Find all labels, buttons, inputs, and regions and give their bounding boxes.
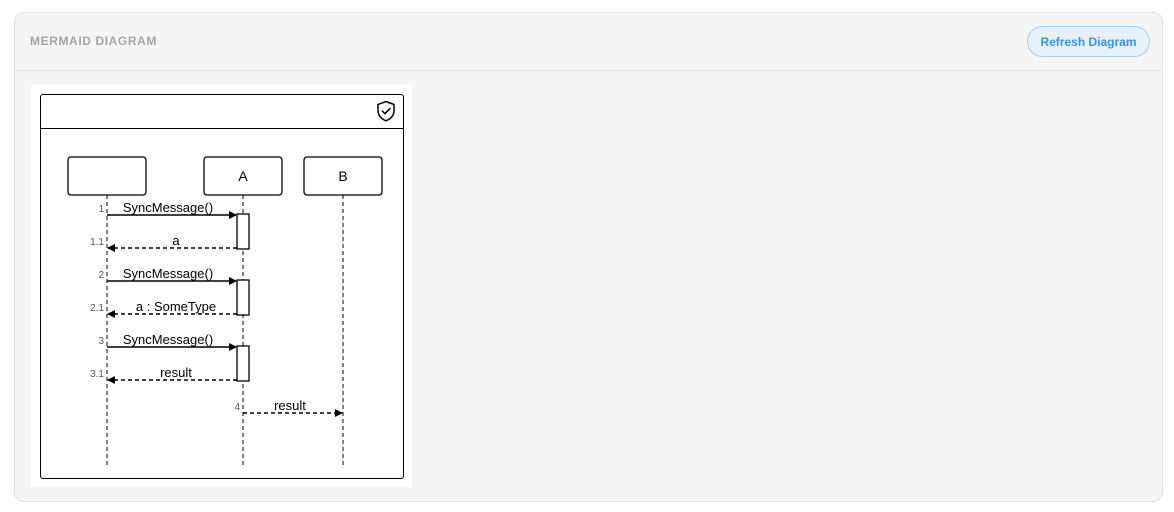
message-number: 4 — [234, 402, 240, 413]
panel-header: MERMAID DIAGRAM Refresh Diagram — [15, 13, 1162, 71]
participant-label: A — [238, 168, 248, 184]
message-label: result — [274, 398, 306, 413]
panel-title: MERMAID DIAGRAM — [30, 34, 157, 48]
participant-b: B — [303, 156, 383, 196]
diagram-card: A B 1 SyncMessage() 1.1 — [31, 85, 412, 487]
message-number: 3 — [98, 336, 104, 347]
activation-bar — [236, 345, 250, 382]
message-label: a — [172, 233, 180, 248]
activation-bar — [236, 279, 250, 316]
message-number: 2.1 — [90, 303, 104, 314]
message-1-1: 1.1 a — [90, 233, 237, 252]
shield-check-icon — [377, 100, 395, 122]
message-label: SyncMessage() — [123, 200, 213, 215]
diagram-frame-header — [41, 95, 403, 129]
message-3: 3 SyncMessage() — [98, 332, 237, 351]
message-label: a : SomeType — [136, 299, 216, 314]
message-4: 4 result — [234, 398, 343, 417]
message-number: 1.1 — [90, 237, 104, 248]
mermaid-diagram-panel: MERMAID DIAGRAM Refresh Diagram — [14, 12, 1163, 502]
message-2-1: 2.1 a : SomeType — [90, 299, 237, 318]
sequence-diagram: A B 1 SyncMessage() 1.1 — [67, 156, 383, 467]
participant-label: B — [338, 168, 347, 184]
activation-bar — [236, 213, 250, 250]
refresh-diagram-button[interactable]: Refresh Diagram — [1027, 26, 1150, 57]
message-2: 2 SyncMessage() — [98, 266, 237, 285]
message-number: 3.1 — [90, 369, 104, 380]
message-label: result — [160, 365, 192, 380]
message-number: 2 — [98, 270, 104, 281]
participant-anonymous — [67, 156, 147, 196]
message-3-1: 3.1 result — [90, 365, 237, 384]
message-label: SyncMessage() — [123, 266, 213, 281]
message-1: 1 SyncMessage() — [98, 200, 237, 219]
participant-a: A — [203, 156, 283, 196]
message-label: SyncMessage() — [123, 332, 213, 347]
message-number: 1 — [98, 204, 104, 215]
diagram-frame: A B 1 SyncMessage() 1.1 — [40, 94, 404, 479]
